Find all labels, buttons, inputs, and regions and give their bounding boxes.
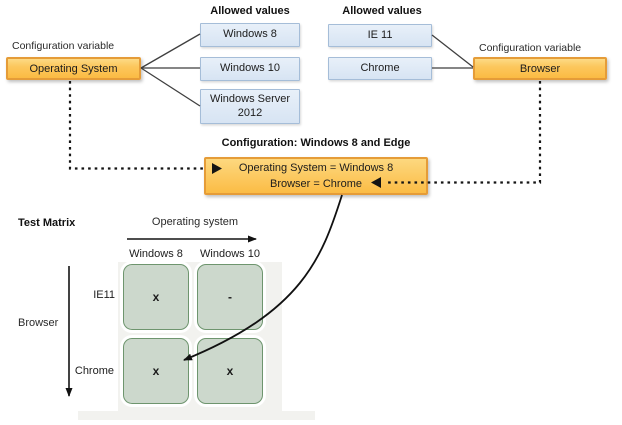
allowed-value-windows-server-2012: Windows Server 2012 xyxy=(200,89,300,124)
ie-11-label: IE 11 xyxy=(367,28,393,41)
column-header-windows-10: Windows 10 xyxy=(200,248,260,260)
row-label-ie11: IE11 xyxy=(93,289,115,301)
allowed-value-chrome: Chrome xyxy=(328,57,432,80)
cell-ie11-windows-8: x xyxy=(123,264,189,330)
matrix-background-strip xyxy=(78,411,315,420)
browser-box: Browser xyxy=(473,57,607,80)
operating-system-box: Operating System xyxy=(6,57,141,80)
allowed-value-windows-10: Windows 10 xyxy=(200,57,300,81)
test-matrix-title: Test Matrix xyxy=(18,217,76,229)
allowed-value-windows-8: Windows 8 xyxy=(200,23,300,47)
column-header-windows-8: Windows 8 xyxy=(129,248,183,260)
operating-system-label: Operating System xyxy=(29,62,118,75)
windows-server-2012-label: Windows Server 2012 xyxy=(209,92,291,119)
windows-10-label: Windows 10 xyxy=(220,62,280,75)
cell-mark: x xyxy=(152,364,160,378)
allowed-value-ie-11: IE 11 xyxy=(328,24,432,47)
configuration-line-2: Browser = Chrome xyxy=(269,178,362,190)
chrome-label: Chrome xyxy=(360,61,400,74)
cell-ie11-windows-10: - xyxy=(197,264,263,330)
cell-chrome-windows-8: x xyxy=(123,338,189,404)
y-axis-label: Browser xyxy=(18,317,59,329)
cell-mark: x xyxy=(152,290,160,304)
browser-label: Browser xyxy=(519,62,561,75)
config-variable-label-left: Configuration variable xyxy=(12,40,115,52)
configuration-line-1: Operating System = Windows 8 xyxy=(238,162,394,174)
row-label-chrome: Chrome xyxy=(74,365,114,377)
cell-chrome-windows-10: x xyxy=(197,338,263,404)
configuration-box: Operating System = Windows 8 Browser = C… xyxy=(204,157,428,195)
configuration-title: Configuration: Windows 8 and Edge xyxy=(221,137,411,149)
x-axis-label: Operating system xyxy=(151,216,239,228)
cell-mark: x xyxy=(226,364,234,378)
windows-8-label: Windows 8 xyxy=(223,28,277,41)
config-variable-label-right: Configuration variable xyxy=(479,42,582,54)
allowed-values-header-right: Allowed values xyxy=(342,5,422,17)
allowed-values-header-left: Allowed values xyxy=(210,5,290,17)
cell-mark: - xyxy=(228,290,232,304)
